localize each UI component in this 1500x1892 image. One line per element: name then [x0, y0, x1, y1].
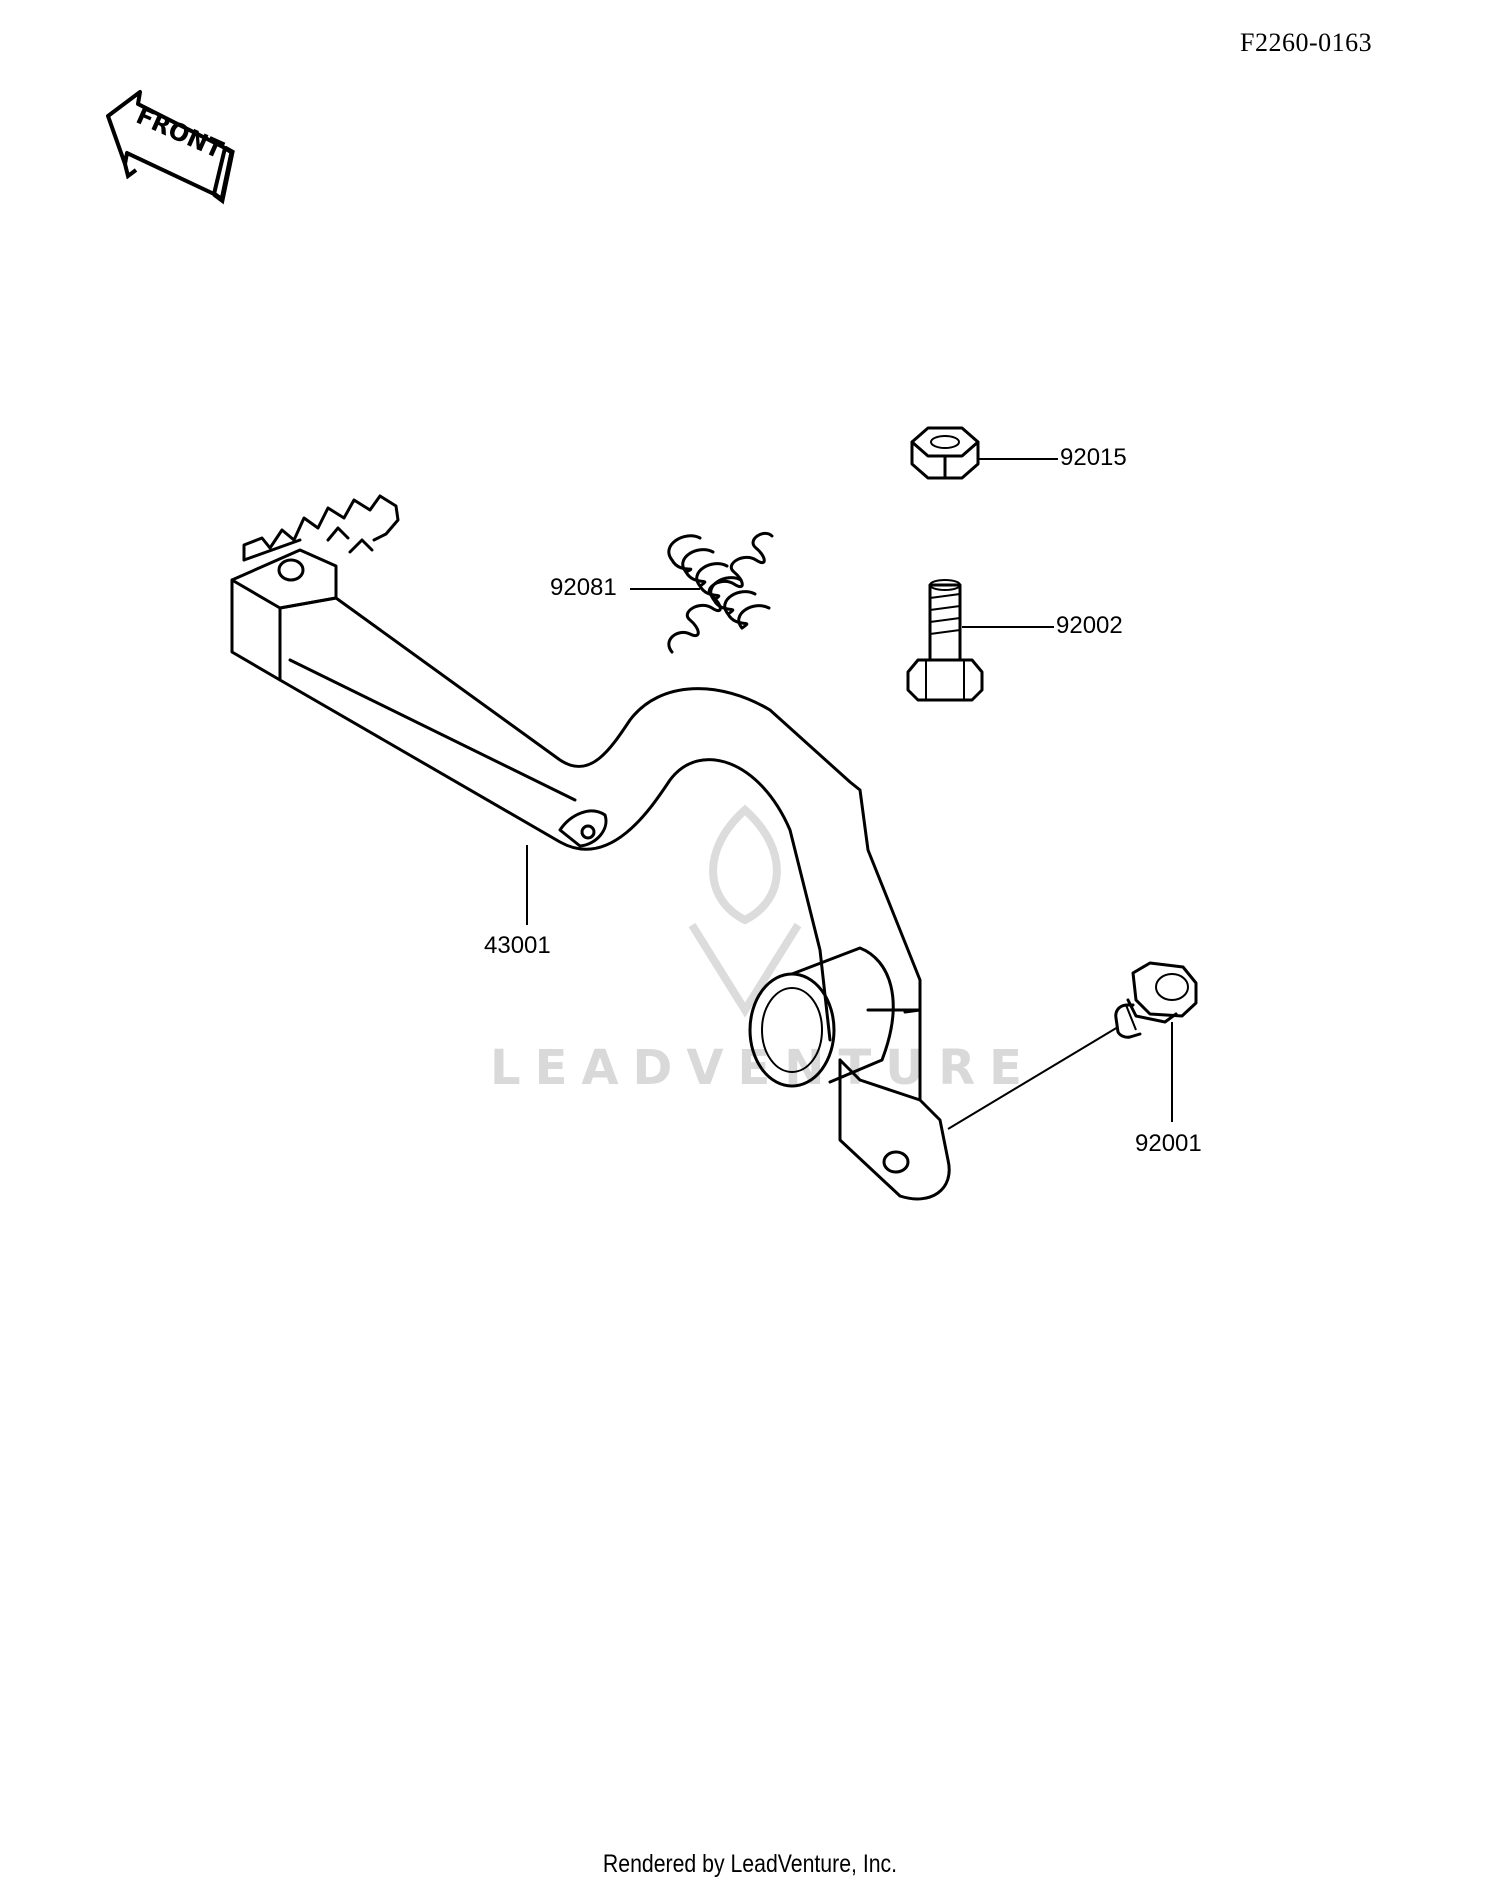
- part-label-92001: 92001: [1135, 1130, 1202, 1157]
- diagram-id: F2260-0163: [1240, 28, 1373, 57]
- brake-pedal-43001: [230, 494, 951, 1201]
- part-label-43001: 43001: [484, 932, 551, 959]
- part-label-92015: 92015: [1060, 444, 1127, 471]
- front-arrow-icon: FRONT: [106, 90, 235, 205]
- nut-92015: [910, 426, 980, 480]
- spring-92081: [667, 531, 774, 654]
- part-label-92081: 92081: [550, 574, 617, 601]
- bolt-92002: [906, 579, 984, 702]
- footer-credit: Rendered by LeadVenture, Inc.: [602, 1850, 898, 1878]
- watermark-text: LEADVENTURE: [490, 1040, 1036, 1096]
- watermark-logo: [688, 804, 802, 1018]
- flange-bolt-92001: [1114, 961, 1198, 1039]
- part-label-92002: 92002: [1056, 612, 1123, 639]
- assembly-line-92001: [947, 1026, 1119, 1130]
